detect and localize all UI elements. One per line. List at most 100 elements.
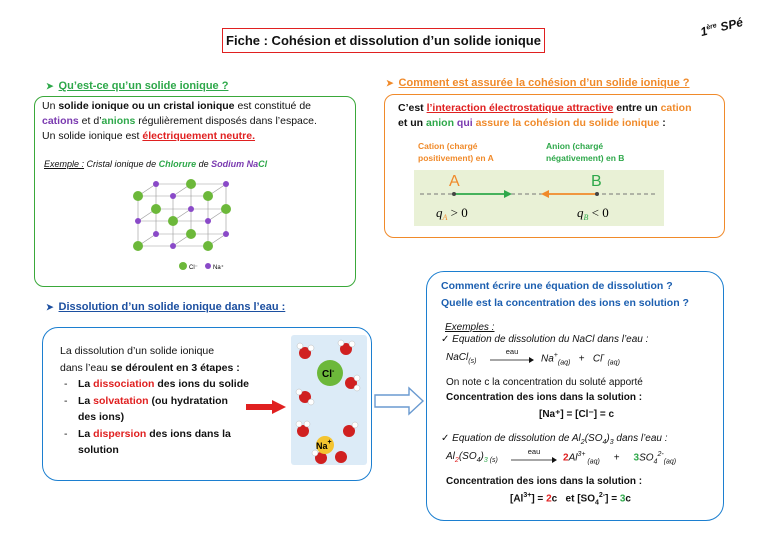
section3-box <box>42 327 372 481</box>
section4-questions: Comment écrire une équation de dissoluti… <box>441 278 689 312</box>
eq1-r1: Na <box>541 353 554 365</box>
c2-i: 3 <box>619 493 626 505</box>
c2-b: 3+ <box>523 492 532 499</box>
eq1: NaCl(s) <box>446 352 476 365</box>
eq2-c1: 2 <box>563 452 569 464</box>
concentration-note: On note c la concentration du soluté app… <box>446 377 643 388</box>
cation-label: Cation (chargé positivement) en A <box>418 140 494 164</box>
eq1-plus: + <box>578 353 585 365</box>
s1-t6: anions <box>101 115 136 127</box>
qb-text: qB < 0 <box>577 205 609 222</box>
s3-intro1: La dissolution d’un solide ionique <box>60 345 215 357</box>
legend-na: Na⁺ <box>213 264 224 271</box>
conc-result-1: [Na⁺] = [Cl⁻] = c <box>539 409 615 420</box>
step3c: des ions dans la <box>146 427 231 440</box>
qb-sub: B <box>584 213 589 222</box>
diagram-bg <box>414 170 664 226</box>
level-sup: ère <box>705 22 718 32</box>
na-sup: + <box>328 439 332 446</box>
examples-label: Exemples : <box>445 322 495 333</box>
step3b: dispersion <box>93 427 147 440</box>
question-1: Comment écrire une équation de dissoluti… <box>441 280 673 292</box>
eq2l-f: 3 <box>483 457 488 464</box>
section1-heading-text: Qu’est-ce qu’un solide ionique ? <box>58 80 229 92</box>
na-label: Na+ <box>316 439 332 451</box>
eq1-arrow-icon <box>490 357 534 363</box>
label-b: B <box>591 173 602 190</box>
step3a: La <box>78 427 94 440</box>
eq1-title: ✓ Equation de dissolution du NaCl dans l… <box>441 334 649 345</box>
eq2t-e: ) <box>606 433 610 444</box>
s2-t5: et un <box>398 117 426 129</box>
eq2-c2: 3 <box>633 452 640 464</box>
s1-t8: Un solide ionique est <box>42 130 143 142</box>
eq1-right: Na+(aq) + Cl- (aq) <box>541 352 620 366</box>
conc-title-1: Concentration des ions dans la solution … <box>446 392 643 403</box>
step2c: (ou hydratation <box>148 394 228 407</box>
eq2l-g: (s) <box>487 457 498 464</box>
s1-t1: Un <box>42 100 59 112</box>
c2-c: ] = <box>531 493 547 505</box>
eq2l-c: (SO <box>458 451 477 462</box>
s1-t9: électriquement neutre. <box>142 130 256 142</box>
eq2-plus: + <box>613 452 620 464</box>
qb-rel: < 0 <box>588 205 608 220</box>
eq1-title-text: Equation de dissolution du NaCl dans l’e… <box>452 334 649 345</box>
eq2-r2-sub2: (aq) <box>663 458 677 466</box>
qb-q: q <box>577 205 584 220</box>
s2-t1: C’est <box>398 102 427 114</box>
eq2l-e: ) <box>480 451 484 462</box>
anion-l1: Anion (chargé <box>546 141 604 151</box>
step2a: La <box>78 394 94 407</box>
qa-text: qA > 0 <box>436 205 468 222</box>
s3-intro2b: se déroulent en 3 étapes : <box>110 361 240 374</box>
eq2-r2-sup: 2- <box>657 451 664 458</box>
step3d: solution <box>78 444 119 456</box>
eq2-r2-sub1: 4 <box>653 458 658 466</box>
c2-d: 2 <box>546 493 552 505</box>
hydrated-ions-image: Cl- Na+ <box>295 339 361 464</box>
s1-ex-t5: Na <box>244 159 259 169</box>
cation-l2: positivement) en A <box>418 153 494 163</box>
s1-ex-t6: Cl <box>258 159 268 169</box>
na-text: Na <box>316 441 328 451</box>
eq1-r2: Cl <box>592 353 603 365</box>
section1-example: Exemple : Cristal ionique de Chlorure de… <box>44 159 267 169</box>
eq2l-d: 4 <box>476 457 481 464</box>
step1b: dissociation <box>93 378 155 390</box>
section3-text: La dissolution d’un solide ionique dans … <box>60 343 292 459</box>
c2-j: c <box>625 493 631 505</box>
eq1-left-sub: (s) <box>468 358 477 365</box>
s1-ex-t3: de <box>196 159 212 169</box>
eq1-eau: eau <box>505 347 519 356</box>
c2-g: 2- <box>598 492 606 499</box>
s2-t2: l’interaction électrostatique attractive <box>426 102 614 114</box>
eq2-r1-sup: 3+ <box>577 451 586 458</box>
eq2-eau: eau <box>527 447 541 456</box>
page-title: Fiche : Cohésion et dissolution d’un sol… <box>222 28 545 53</box>
section2-text: C’est l’interaction électrostatique attr… <box>398 101 718 131</box>
c2-a: [Al <box>510 493 524 505</box>
eq2-title: ✓ Equation de dissolution de Al2(SO4)3 d… <box>441 433 668 446</box>
s1-ex-t2: Chlorure <box>158 159 197 169</box>
conc-result-2: [Al3+] = 2c et [SO42-] = 3c <box>510 492 631 506</box>
water-molecules <box>295 339 361 464</box>
eq1-r1-sup: + <box>553 352 558 359</box>
s1-ex-label: Exemple : <box>44 159 85 169</box>
step-1: La dissociation des ions du solide <box>60 376 292 393</box>
qa-sub: A <box>442 213 448 222</box>
step-3: La dispersion des ions dans la solution <box>60 426 292 459</box>
c2-f: 4 <box>594 499 599 507</box>
big-arrow-icon <box>374 386 425 416</box>
c2-e: c et [SO <box>551 493 595 505</box>
eq2-r1-sub: (aq) <box>585 458 600 466</box>
section1-box <box>34 96 356 287</box>
step1c: des ions du solide <box>154 378 249 390</box>
eq1-r2-sup: - <box>602 352 605 359</box>
red-arrow-icon <box>246 400 286 414</box>
eq2l-a: Al <box>446 451 455 462</box>
cl-text: Cl <box>322 369 332 380</box>
cation-l1: Cation (chargé <box>418 141 478 151</box>
s1-ex-t4: Sodium <box>211 159 245 169</box>
